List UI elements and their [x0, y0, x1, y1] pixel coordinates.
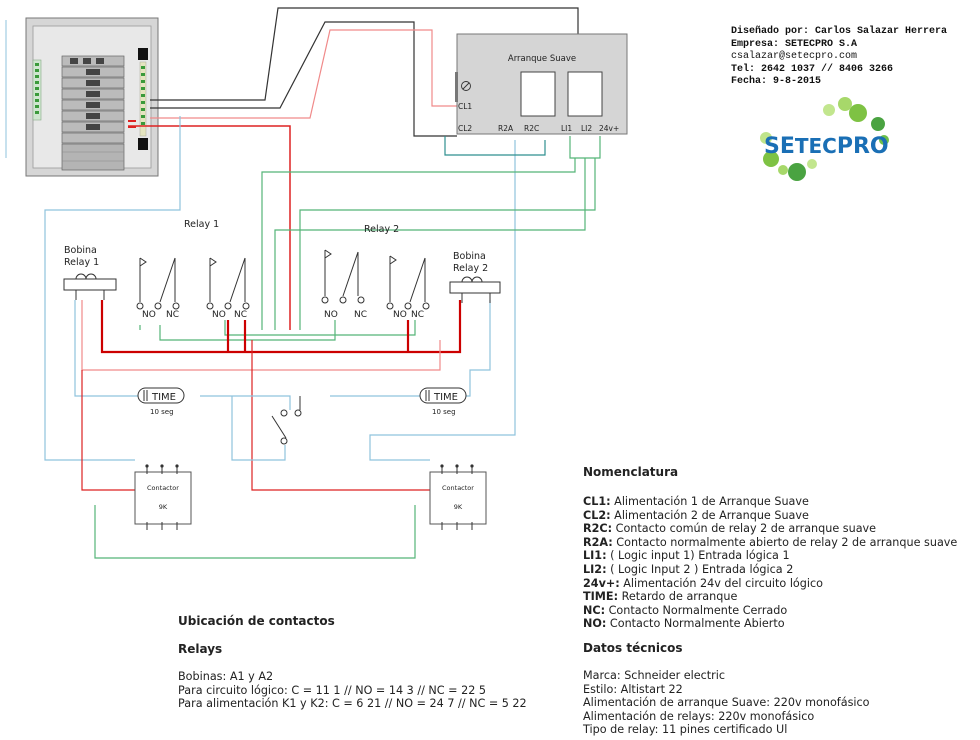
relay1-contacts	[136, 257, 250, 310]
technical-item: Alimentación de relays: 220v monofásico	[583, 709, 815, 723]
coil1-label-line2: Relay 1	[64, 257, 99, 268]
nomenclature-item: 24v+: Alimentación 24v del circuito lógi…	[583, 576, 823, 590]
terminal-li1: LI1	[561, 124, 572, 133]
technical-item: Tipo de relay: 11 pines certificado Ul	[583, 723, 788, 737]
relay1-coil	[63, 273, 117, 300]
electrical-panel	[25, 17, 159, 177]
timer-right-label: TIME	[433, 392, 458, 403]
contacts-section: Ubicación de contactos Relays Bobinas: A…	[178, 614, 527, 711]
terminal-li2: LI2	[581, 124, 592, 133]
relay1-title: Relay 1	[184, 219, 219, 230]
coil2-label-line2: Relay 2	[453, 263, 488, 274]
changeover-switch	[271, 409, 302, 445]
relay2-nc2: NC	[411, 310, 424, 320]
relay1-nc2: NC	[234, 310, 247, 320]
terminal-cl1: CL1	[458, 102, 472, 111]
relay2-no2: NO	[393, 310, 407, 320]
terminal-cl2: CL2	[458, 124, 472, 133]
relay1-no1: NO	[142, 310, 156, 320]
contactor-left-rating: 9K	[159, 503, 168, 511]
logo-text-pro: PRO	[837, 134, 889, 159]
nomenclature-heading: Nomenclatura	[583, 465, 679, 479]
timer-left-delay: 10 seg	[150, 408, 174, 416]
terminal-r2a: R2A	[498, 124, 514, 133]
relay1-nc1: NC	[166, 310, 179, 320]
nomenclature-item: LI1: ( Logic input 1) Entrada lógica 1	[583, 549, 790, 563]
relay1-no2: NO	[212, 310, 226, 320]
contactor-left: Contactor 9K	[134, 464, 192, 530]
technical-section: Datos técnicos Marca: Schneider electric…	[583, 641, 870, 737]
relay2-no1: NO	[324, 310, 338, 320]
designer-name: Diseñado por: Carlos Salazar Herrera	[731, 26, 948, 37]
svg-text:SETECPRO: SETECPRO	[764, 134, 889, 159]
setecpro-logo: SETECPRO	[760, 97, 889, 181]
contactor-left-label: Contactor	[147, 484, 179, 492]
designer-info: Diseñado por: Carlos Salazar Herrera Emp…	[731, 26, 947, 89]
terminal-r2c: R2C	[524, 124, 539, 133]
relay2-title: Relay 2	[364, 224, 399, 235]
technical-item: Alimentación de arranque Suave: 220v mon…	[583, 696, 870, 710]
contacts-item: Bobinas: A1 y A2	[178, 670, 274, 683]
contacts-subheading: Relays	[178, 642, 223, 656]
logo-text-se: SE	[764, 134, 795, 159]
technical-heading: Datos técnicos	[583, 641, 683, 655]
nomenclature-item: NO: Contacto Normalmente Abierto	[583, 617, 785, 631]
designer-date: Fecha: 9-8-2015	[731, 76, 822, 87]
timer-right-delay: 10 seg	[432, 408, 456, 416]
relay2-nc1: NC	[354, 310, 367, 320]
logo-text-tec: TEC	[795, 134, 837, 158]
nomenclature-item: CL2: Alimentación 2 de Arranque Suave	[583, 508, 809, 522]
timer-left-label: TIME	[151, 392, 176, 403]
timer-right: TIME 10 seg	[419, 387, 467, 416]
contacts-heading: Ubicación de contactos	[178, 614, 335, 628]
coil1-label-line1: Bobina	[64, 245, 97, 256]
designer-company: Empresa: SETECPRO S.A	[731, 38, 858, 50]
coil2-label-line1: Bobina	[453, 251, 486, 262]
nomenclature-section: Nomenclatura CL1: Alimentación 1 de Arra…	[583, 465, 957, 631]
contacts-item: Para alimentación K1 y K2: C = 6 21 // N…	[178, 697, 527, 711]
soft-starter: Arranque Suave CL1 CL2 R2A R2C LI1 LI2 2…	[455, 33, 628, 135]
contacts-item: Para circuito lógico: C = 11 1 // NO = 1…	[178, 683, 486, 697]
wires	[44, 7, 601, 559]
technical-item: Marca: Schneider electric	[583, 669, 726, 682]
technical-item: Estilo: Altistart 22	[583, 682, 683, 696]
contactor-right-rating: 9K	[454, 503, 463, 511]
nomenclature-item: NC: Contacto Normalmente Cerrado	[583, 603, 788, 617]
designer-email: csalazar@setecpro.com	[731, 51, 858, 62]
nomenclature-item: CL1: Alimentación 1 de Arranque Suave	[583, 495, 809, 508]
timer-left: TIME 10 seg	[137, 387, 185, 416]
relay2-contacts	[321, 249, 430, 310]
relay2-coil	[449, 276, 501, 303]
nomenclature-item: LI2: ( Logic Input 2 ) Entrada lógica 2	[583, 562, 794, 576]
terminal-24v: 24v+	[599, 124, 619, 133]
contactor-right-label: Contactor	[442, 484, 474, 492]
nomenclature-item: TIME: Retardo de arranque	[583, 590, 738, 604]
nomenclature-item: R2C: Contacto común de relay 2 de arranq…	[583, 522, 877, 536]
nomenclature-item: R2A: Contacto normalmente abierto de rel…	[583, 535, 958, 549]
contactor-right: Contactor 9K	[429, 464, 487, 530]
soft-starter-title: Arranque Suave	[508, 54, 576, 64]
designer-phone: Tel: 2642 1037 // 8406 3266	[731, 63, 894, 75]
